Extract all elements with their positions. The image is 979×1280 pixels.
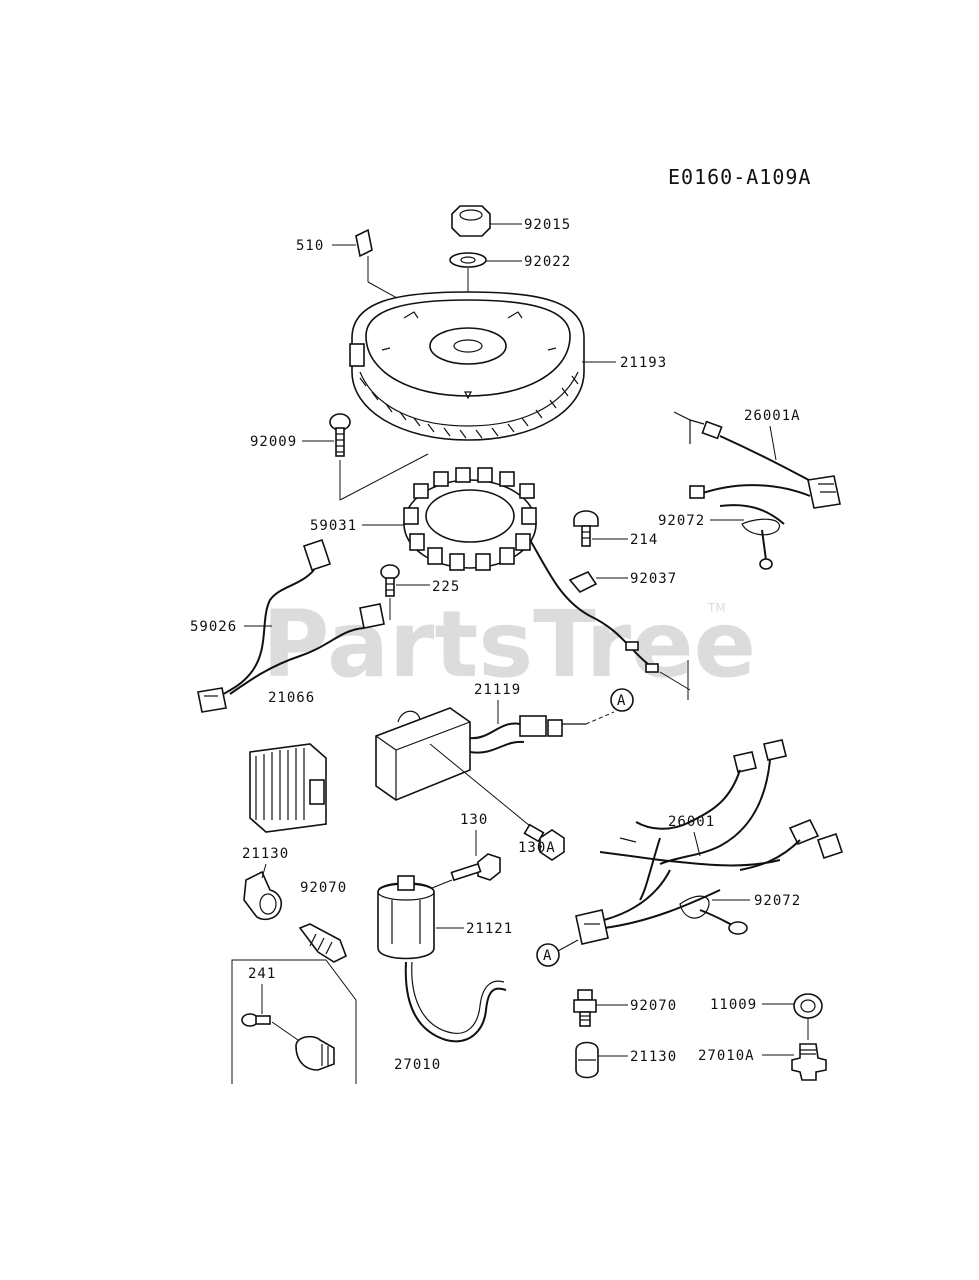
stator-lead-connector[interactable] [625,641,659,673]
label-92022[interactable]: 92022 [524,254,571,270]
label-21130-left[interactable]: 21130 [242,846,289,862]
connector-marker-a-bottom: A [536,943,560,967]
label-59031[interactable]: 59031 [310,518,357,534]
label-21066[interactable]: 21066 [268,690,315,706]
label-241[interactable]: 241 [248,966,276,982]
flywheel-key[interactable] [355,228,373,258]
spark-plug-cap-left[interactable] [243,870,283,921]
label-510[interactable]: 510 [296,238,324,254]
washer[interactable] [449,252,487,268]
harness-26001A[interactable] [673,411,841,570]
watermark-trademark: TM [707,601,726,615]
label-130[interactable]: 130 [460,812,488,828]
spark-plug-left[interactable] [298,923,348,963]
flywheel[interactable] [349,291,585,441]
rectifier[interactable] [249,743,327,833]
label-92072-bottom[interactable]: 92072 [754,893,801,909]
svg-text:A: A [543,948,552,964]
label-92037[interactable]: 92037 [630,571,677,587]
harness-26001[interactable] [575,739,844,945]
label-21119[interactable]: 21119 [474,682,521,698]
label-26001A[interactable]: 26001A [744,408,801,424]
label-21193[interactable]: 21193 [620,355,667,371]
ignition-coil[interactable] [377,875,507,1043]
label-59026[interactable]: 59026 [190,619,237,635]
label-92070-right[interactable]: 92070 [630,998,677,1014]
label-225[interactable]: 225 [432,579,460,595]
label-130A[interactable]: 130A [518,840,556,856]
screw-241[interactable] [241,1013,271,1027]
oil-pressure-switch[interactable] [295,1035,335,1071]
label-27010[interactable]: 27010 [394,1057,441,1073]
label-214[interactable]: 214 [630,532,658,548]
wire-clamp[interactable] [568,570,598,593]
label-11009[interactable]: 11009 [710,997,757,1013]
label-26001[interactable]: 26001 [668,814,715,830]
label-92070-left[interactable]: 92070 [300,880,347,896]
label-92072-top[interactable]: 92072 [658,513,705,529]
diagram-code: E0160-A109A [668,165,811,189]
control-unit[interactable] [375,707,586,801]
gasket-11009[interactable] [793,993,823,1019]
bolt-130A[interactable] [523,823,565,861]
connector-marker-a-top: A [610,688,634,712]
harness-59026[interactable] [197,538,385,713]
sensor-27010A[interactable] [791,1043,827,1081]
label-92009[interactable]: 92009 [250,434,297,450]
stator[interactable] [403,467,537,571]
label-21121[interactable]: 21121 [466,921,513,937]
bolt-214[interactable] [573,510,599,547]
label-21130-right[interactable]: 21130 [630,1049,677,1065]
spark-plug-right[interactable] [573,989,597,1027]
svg-text:A: A [617,693,626,709]
stator-bolt[interactable] [329,413,351,457]
label-92015[interactable]: 92015 [524,217,571,233]
bolt-130[interactable] [450,853,501,882]
screw-225[interactable] [380,564,400,597]
spark-plug-cap-right[interactable] [575,1041,599,1079]
flywheel-nut[interactable] [451,205,491,237]
label-27010A[interactable]: 27010A [698,1048,755,1064]
